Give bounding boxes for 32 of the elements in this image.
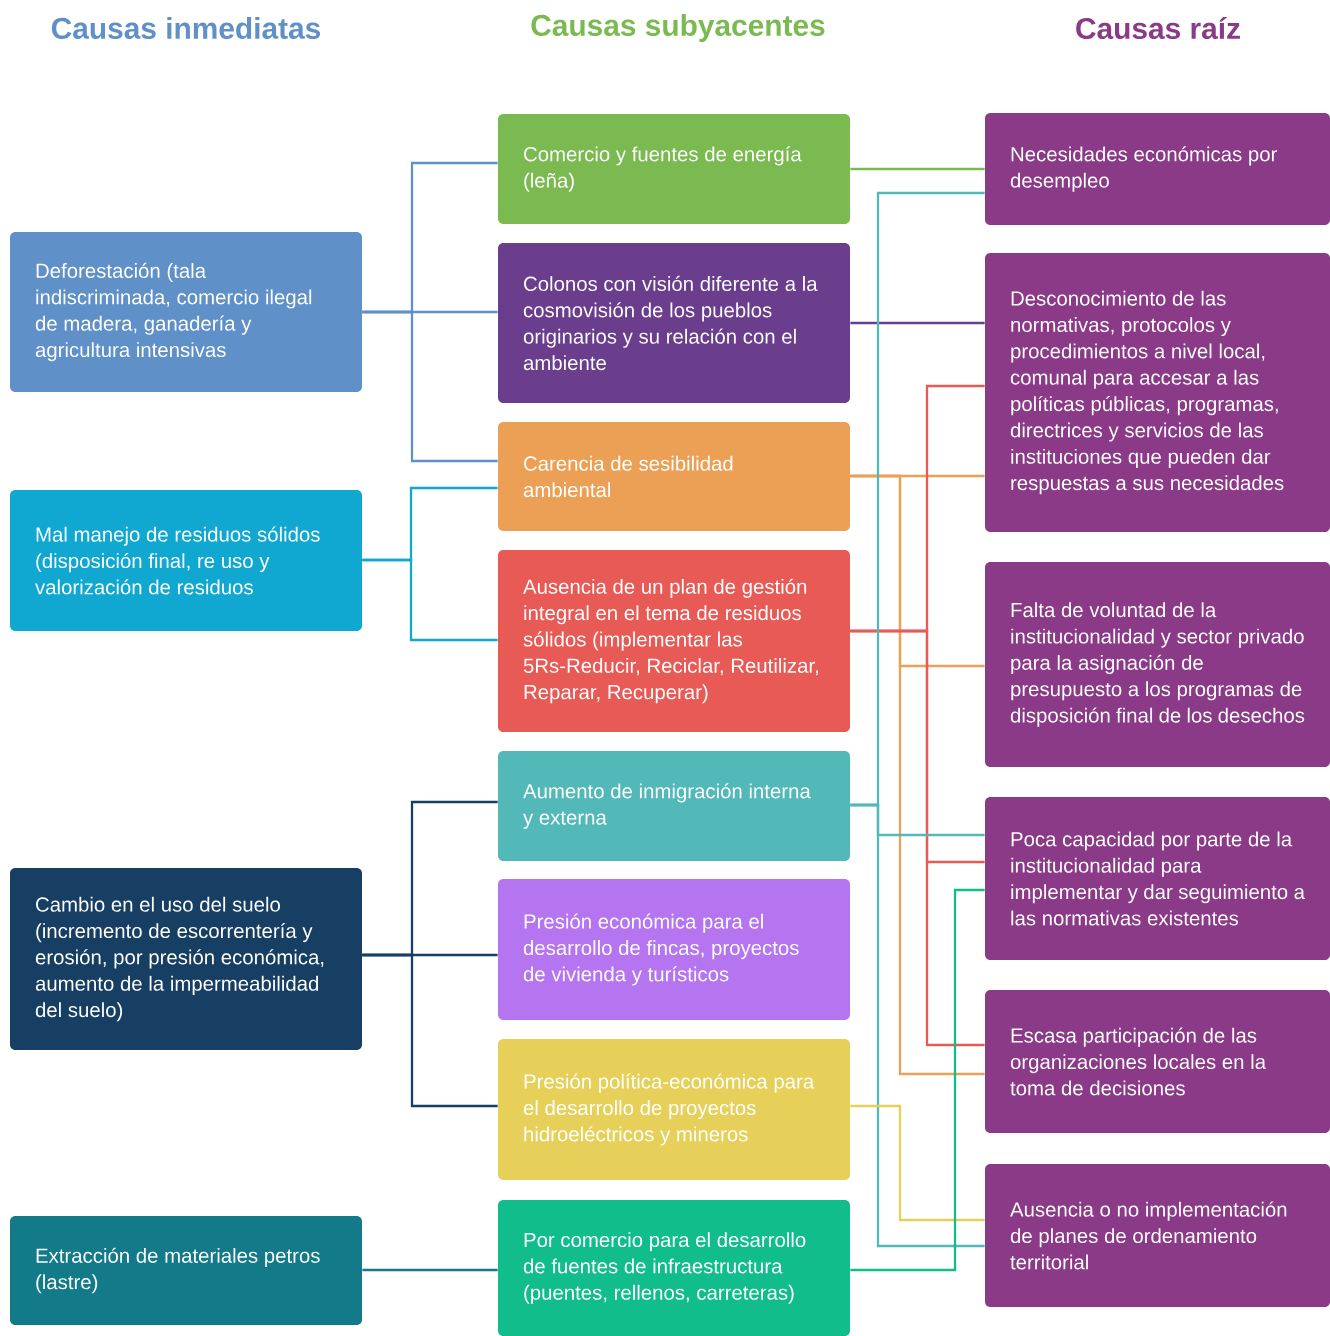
cause-box: Poca capacidad por parte de la institucionalidad para implementar y dar seguimiento a las normativas existentes (985, 797, 1330, 960)
connector-line (362, 1268, 498, 1272)
cause-box: Mal manejo de residuos sólidos (disposición final, re uso y valorización de residuos (10, 490, 362, 631)
column-heading: Causas subyacentes (531, 14, 825, 42)
cause-box: Cambio en el uso del suelo (incremento de escorrentería y erosión, por presión económica, aumento de la impermeabilidad del suelo) (10, 868, 362, 1050)
connector-line (362, 558, 498, 642)
cause-box: Colonos con visión diferente a la cosmovisión de los pueblos originarios y su relación con el ambiente (498, 243, 850, 403)
connector-line (850, 167, 985, 171)
cause-box: Por comercio para el desarrollo de fuentes de infraestructura (puentes, rellenos, carreteras) (498, 1200, 850, 1336)
cause-box: Deforestación (tala indiscriminada, comercio ilegal de madera, ganadería y agricultura intensivas (10, 232, 362, 392)
connector-line (362, 953, 498, 1108)
connector-line (850, 803, 985, 1248)
column-heading: Causas raíz (1076, 16, 1240, 40)
cause-box: Comercio y fuentes de energía (leña) (498, 114, 850, 224)
cause-box: Necesidades económicas por desempleo (985, 113, 1330, 225)
connector-line (850, 321, 985, 325)
connector-line (850, 1104, 985, 1222)
cause-box: Carencia de sesibilidad ambiental (498, 422, 850, 531)
cause-box: Escasa participación de las organizaciones locales en la toma de decisiones (985, 990, 1330, 1133)
connector-line (850, 888, 985, 1272)
connector-line (850, 474, 985, 1076)
connector-line (362, 310, 498, 463)
cause-box: Aumento de inmigración interna y externa (498, 751, 850, 861)
cause-box: Extracción de materiales petros (lastre) (10, 1216, 362, 1325)
cause-box: Falta de voluntad de la institucionalidad y sector privado para la asignación de presupuesto a los programas de disposición final de los desechos (985, 562, 1330, 767)
cause-box: Presión política-económica para el desarrollo de proyectos hidroeléctricos y mineros (498, 1039, 850, 1180)
column-heading: Causas inmediatas (51, 17, 321, 39)
cause-box: Presión económica para el desarrollo de fincas, proyectos de vivienda y turísticos (498, 879, 850, 1020)
cause-box: Desconocimiento de las normativas, protocolos y procedimientos a nivel local, comunal para accesar a las políticas públicas, programas, directrices y servicios de las instituciones que pueden dar respuestas a sus necesidades (985, 253, 1330, 532)
connector-line (850, 629, 985, 1047)
cause-box: Ausencia o no implementación de planes de ordenamiento territorial (985, 1164, 1330, 1307)
cause-box: Ausencia de un plan de gestión integral en el tema de residuos sólidos (implementar las 5Rs-Reducir, Reciclar, Reutilizar, Reparar, Recuperar) (498, 550, 850, 732)
